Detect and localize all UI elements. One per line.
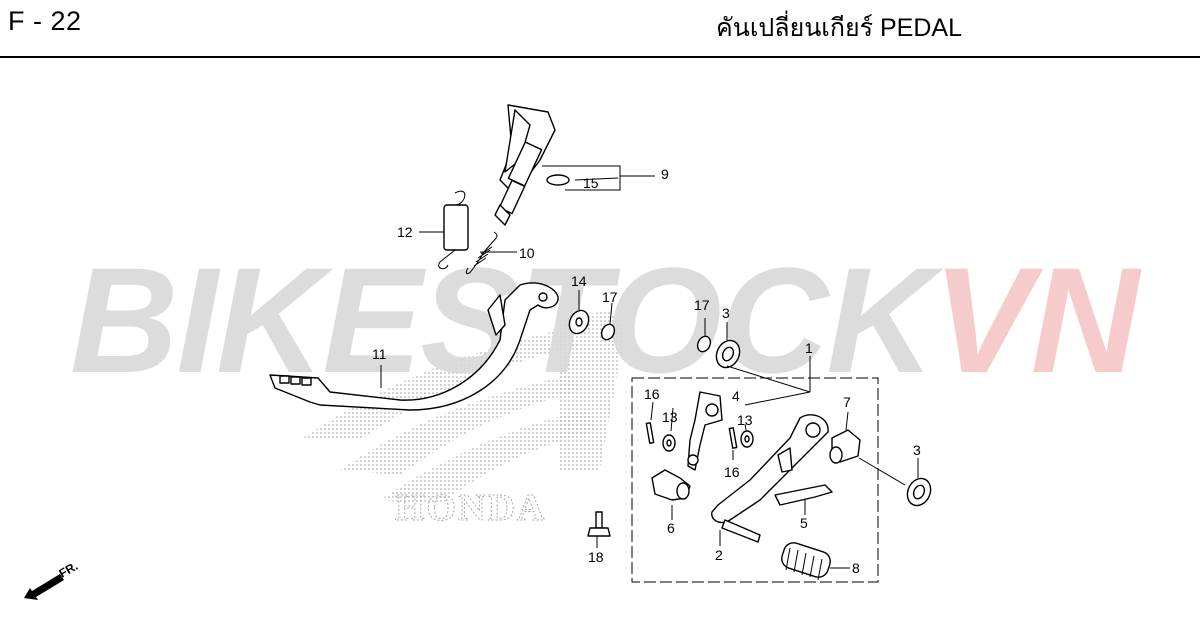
part-1-assembly-frame: [631, 377, 879, 583]
callout-16-b: 16: [724, 464, 740, 480]
part-13-washer-b: [740, 430, 754, 448]
leader-lines: [380, 165, 919, 569]
callout-3-b: 3: [913, 442, 921, 458]
svg-text:BIKESTOCKVN: BIKESTOCKVN: [70, 236, 1142, 404]
part-13-washer-a: [662, 434, 676, 452]
part-9-switch-assembly: [494, 104, 570, 226]
page-code: F - 22: [8, 6, 82, 36]
page-header: F - 22 คันเปลี่ยนเกียร์ PEDAL: [0, 0, 1200, 58]
callout-11: 11: [372, 346, 387, 362]
callout-15: 15: [583, 175, 599, 191]
callout-16-a: 16: [644, 386, 660, 402]
part-16-pin-a: [645, 422, 655, 444]
part-5-rod: [774, 484, 833, 506]
callout-5: 5: [800, 515, 808, 531]
part-8-rubber: [781, 542, 831, 581]
front-arrow-icon: [24, 574, 64, 600]
part-12-spring: [438, 190, 469, 270]
part-11-brake-pedal: [269, 282, 559, 411]
part-14-washer: [568, 309, 590, 335]
callout-13-a: 13: [662, 409, 678, 425]
callout-18: 18: [588, 549, 604, 565]
callout-13-b: 13: [737, 412, 753, 428]
honda-wing-logo: HONDA: [300, 310, 625, 530]
page-title: คันเปลี่ยนเกียร์ PEDAL: [716, 14, 962, 42]
part-3-dust-seal-a: [715, 339, 741, 369]
part-16-pin-b: [728, 427, 738, 449]
watermark: BIKESTOCKVN: [70, 236, 1144, 404]
part-17-clip-b: [696, 335, 712, 353]
part-18-bolt: [587, 511, 611, 537]
callout-14: 14: [571, 273, 587, 289]
callouts: 9 15 12 10 11 14 17 17 3 1 16 4 7 13 13 …: [372, 166, 921, 576]
part-7-joint: [829, 429, 861, 464]
part-10-spring: [465, 231, 498, 275]
callout-10: 10: [519, 245, 535, 261]
honda-wordmark: HONDA: [395, 487, 546, 529]
part-3-dust-seal-b: [906, 477, 932, 507]
callout-4: 4: [732, 388, 740, 404]
part-6-joint: [651, 469, 691, 501]
callout-7: 7: [843, 394, 851, 410]
callout-3-a: 3: [722, 305, 730, 321]
callout-17-a: 17: [602, 289, 618, 305]
part-2-shift-pedal: [711, 414, 829, 543]
header-divider: [0, 56, 1200, 58]
callout-9: 9: [661, 166, 669, 182]
callout-2: 2: [715, 547, 723, 563]
callout-17-b: 17: [694, 297, 710, 313]
callout-1: 1: [805, 340, 813, 356]
part-4-arm: [687, 391, 723, 471]
callout-6: 6: [667, 520, 675, 536]
callout-8: 8: [852, 560, 860, 576]
part-17-clip-a: [600, 323, 616, 341]
callout-12: 12: [397, 224, 413, 240]
watermark-text-red: VN: [933, 236, 1142, 404]
